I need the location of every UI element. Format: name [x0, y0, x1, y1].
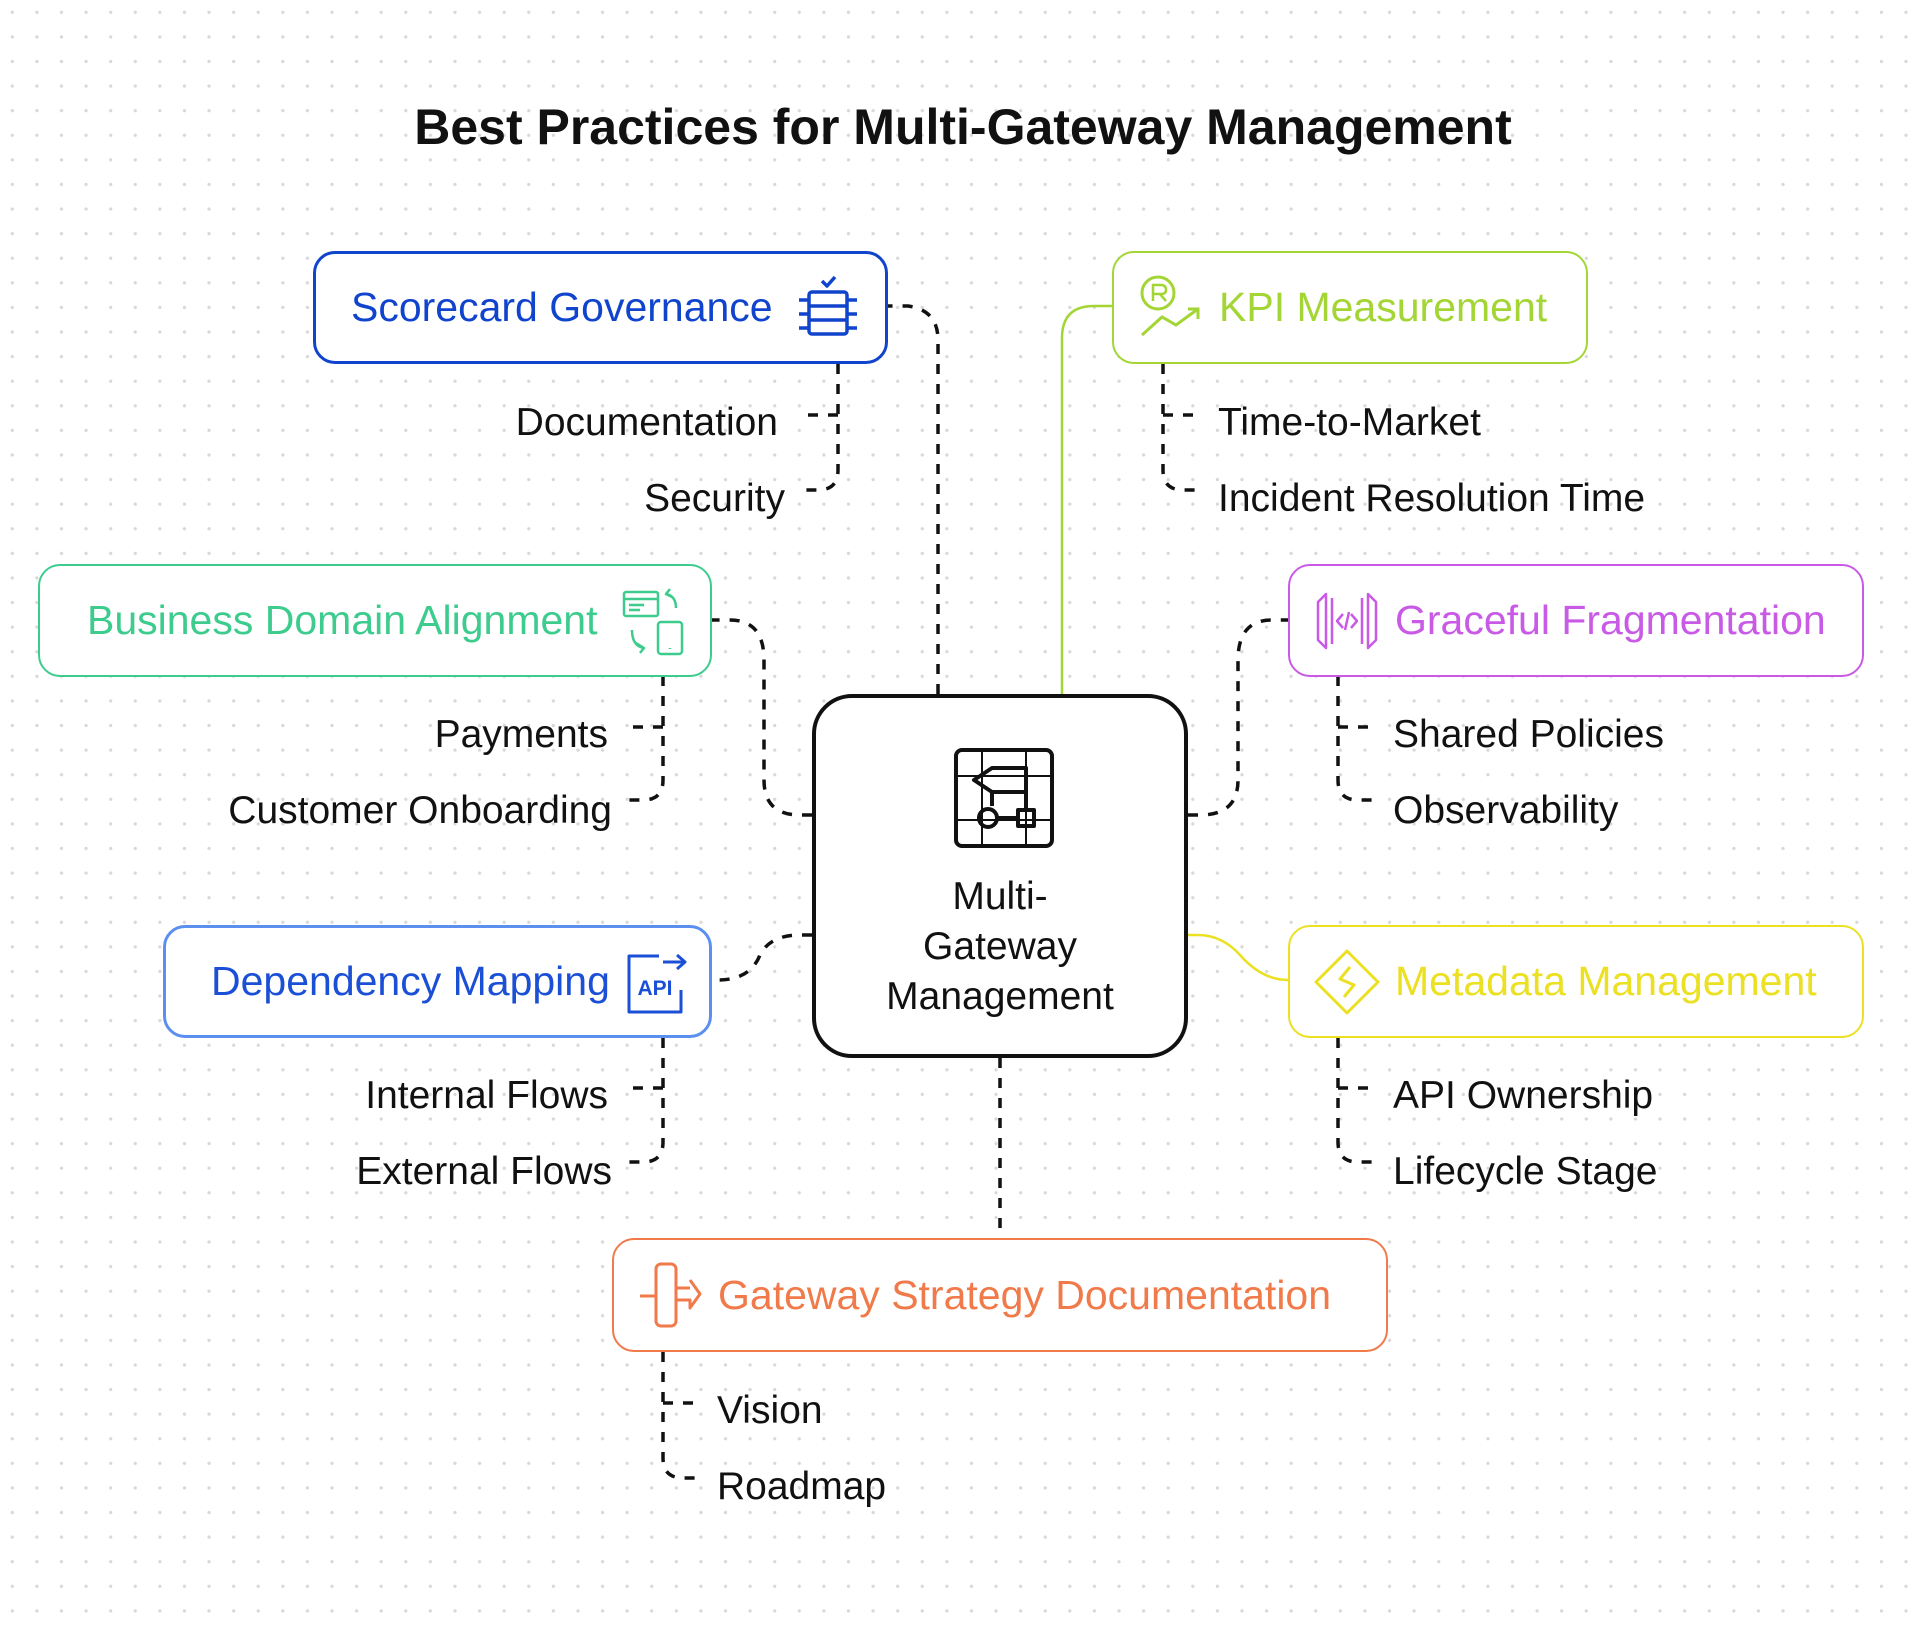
- connector-business: [712, 618, 812, 817]
- leaf-observability: Observability: [1393, 789, 1619, 832]
- node-metadata-management[interactable]: Metadata Management: [1288, 925, 1864, 1038]
- leaf-security: Security: [644, 477, 785, 520]
- leaf-external-flows: External Flows: [356, 1150, 612, 1193]
- connector-metadata: [1188, 933, 1289, 982]
- checklist-icon: [799, 275, 857, 336]
- connector-business-leaves: [624, 676, 665, 802]
- center-label: Multi- Gateway Management: [816, 872, 1184, 1022]
- center-node[interactable]: Multi- Gateway Management: [812, 694, 1188, 1058]
- connector-scorecard-leaves: [798, 364, 840, 492]
- leaf-time-to-market: Time-to-Market: [1218, 401, 1481, 444]
- gateway-label: Gateway Strategy Documentation: [718, 1271, 1332, 1318]
- connector-graceful-leaves: [1336, 676, 1378, 802]
- connector-kpi: [1060, 304, 1112, 694]
- center-label-line-2: Gateway: [923, 925, 1077, 968]
- leaf-api-ownership: API Ownership: [1393, 1074, 1654, 1117]
- gateway-route-icon: [640, 1262, 702, 1328]
- node-kpi-measurement[interactable]: KPI Measurement: [1112, 251, 1588, 364]
- circuit-board-icon: [954, 748, 1054, 848]
- graceful-label: Graceful Fragmentation: [1395, 597, 1826, 643]
- api-icon: API: [627, 953, 687, 1014]
- page-title: Best Practices for Multi-Gateway Managem…: [414, 99, 1512, 155]
- node-gateway-strategy-documentation[interactable]: Gateway Strategy Documentation: [612, 1238, 1388, 1352]
- diamond-link-icon: [1314, 949, 1380, 1015]
- center-label-line-3: Management: [886, 975, 1114, 1018]
- node-dependency-mapping[interactable]: Dependency Mapping API: [163, 925, 712, 1038]
- growth-chart-icon: [1140, 275, 1200, 337]
- leaf-customer-onboarding: Customer Onboarding: [228, 789, 612, 832]
- svg-text:API: API: [637, 977, 672, 1000]
- connector-dependency: [717, 933, 812, 982]
- leaf-documentation: Documentation: [515, 401, 778, 444]
- connector-dependency-leaves: [624, 1038, 665, 1164]
- connector-kpi-leaves: [1161, 364, 1203, 492]
- connector-scorecard: [888, 304, 940, 694]
- node-business-domain-alignment[interactable]: Business Domain Alignment: [38, 564, 712, 677]
- business-label: Business Domain Alignment: [87, 597, 598, 643]
- device-sync-icon: [622, 588, 684, 656]
- leaf-shared-policies: Shared Policies: [1393, 713, 1664, 756]
- scorecard-label: Scorecard Governance: [351, 284, 773, 330]
- leaf-vision: Vision: [717, 1389, 823, 1432]
- connector-graceful: [1188, 618, 1288, 817]
- center-label-line-1: Multi-: [952, 875, 1048, 918]
- node-graceful-fragmentation[interactable]: Graceful Fragmentation: [1288, 564, 1864, 677]
- leaf-payments: Payments: [434, 713, 608, 756]
- node-scorecard-governance[interactable]: Scorecard Governance: [313, 251, 888, 364]
- connector-metadata-leaves: [1336, 1038, 1378, 1164]
- kpi-label: KPI Measurement: [1219, 284, 1548, 330]
- leaf-roadmap: Roadmap: [717, 1465, 887, 1508]
- leaf-lifecycle-stage: Lifecycle Stage: [1393, 1150, 1658, 1193]
- leaf-incident-resolution-time: Incident Resolution Time: [1218, 477, 1646, 520]
- leaf-internal-flows: Internal Flows: [365, 1074, 608, 1117]
- code-fragment-icon: [1316, 592, 1378, 650]
- dependency-label: Dependency Mapping: [211, 958, 610, 1004]
- metadata-label: Metadata Management: [1395, 958, 1817, 1004]
- connector-gateway-leaves: [661, 1352, 703, 1480]
